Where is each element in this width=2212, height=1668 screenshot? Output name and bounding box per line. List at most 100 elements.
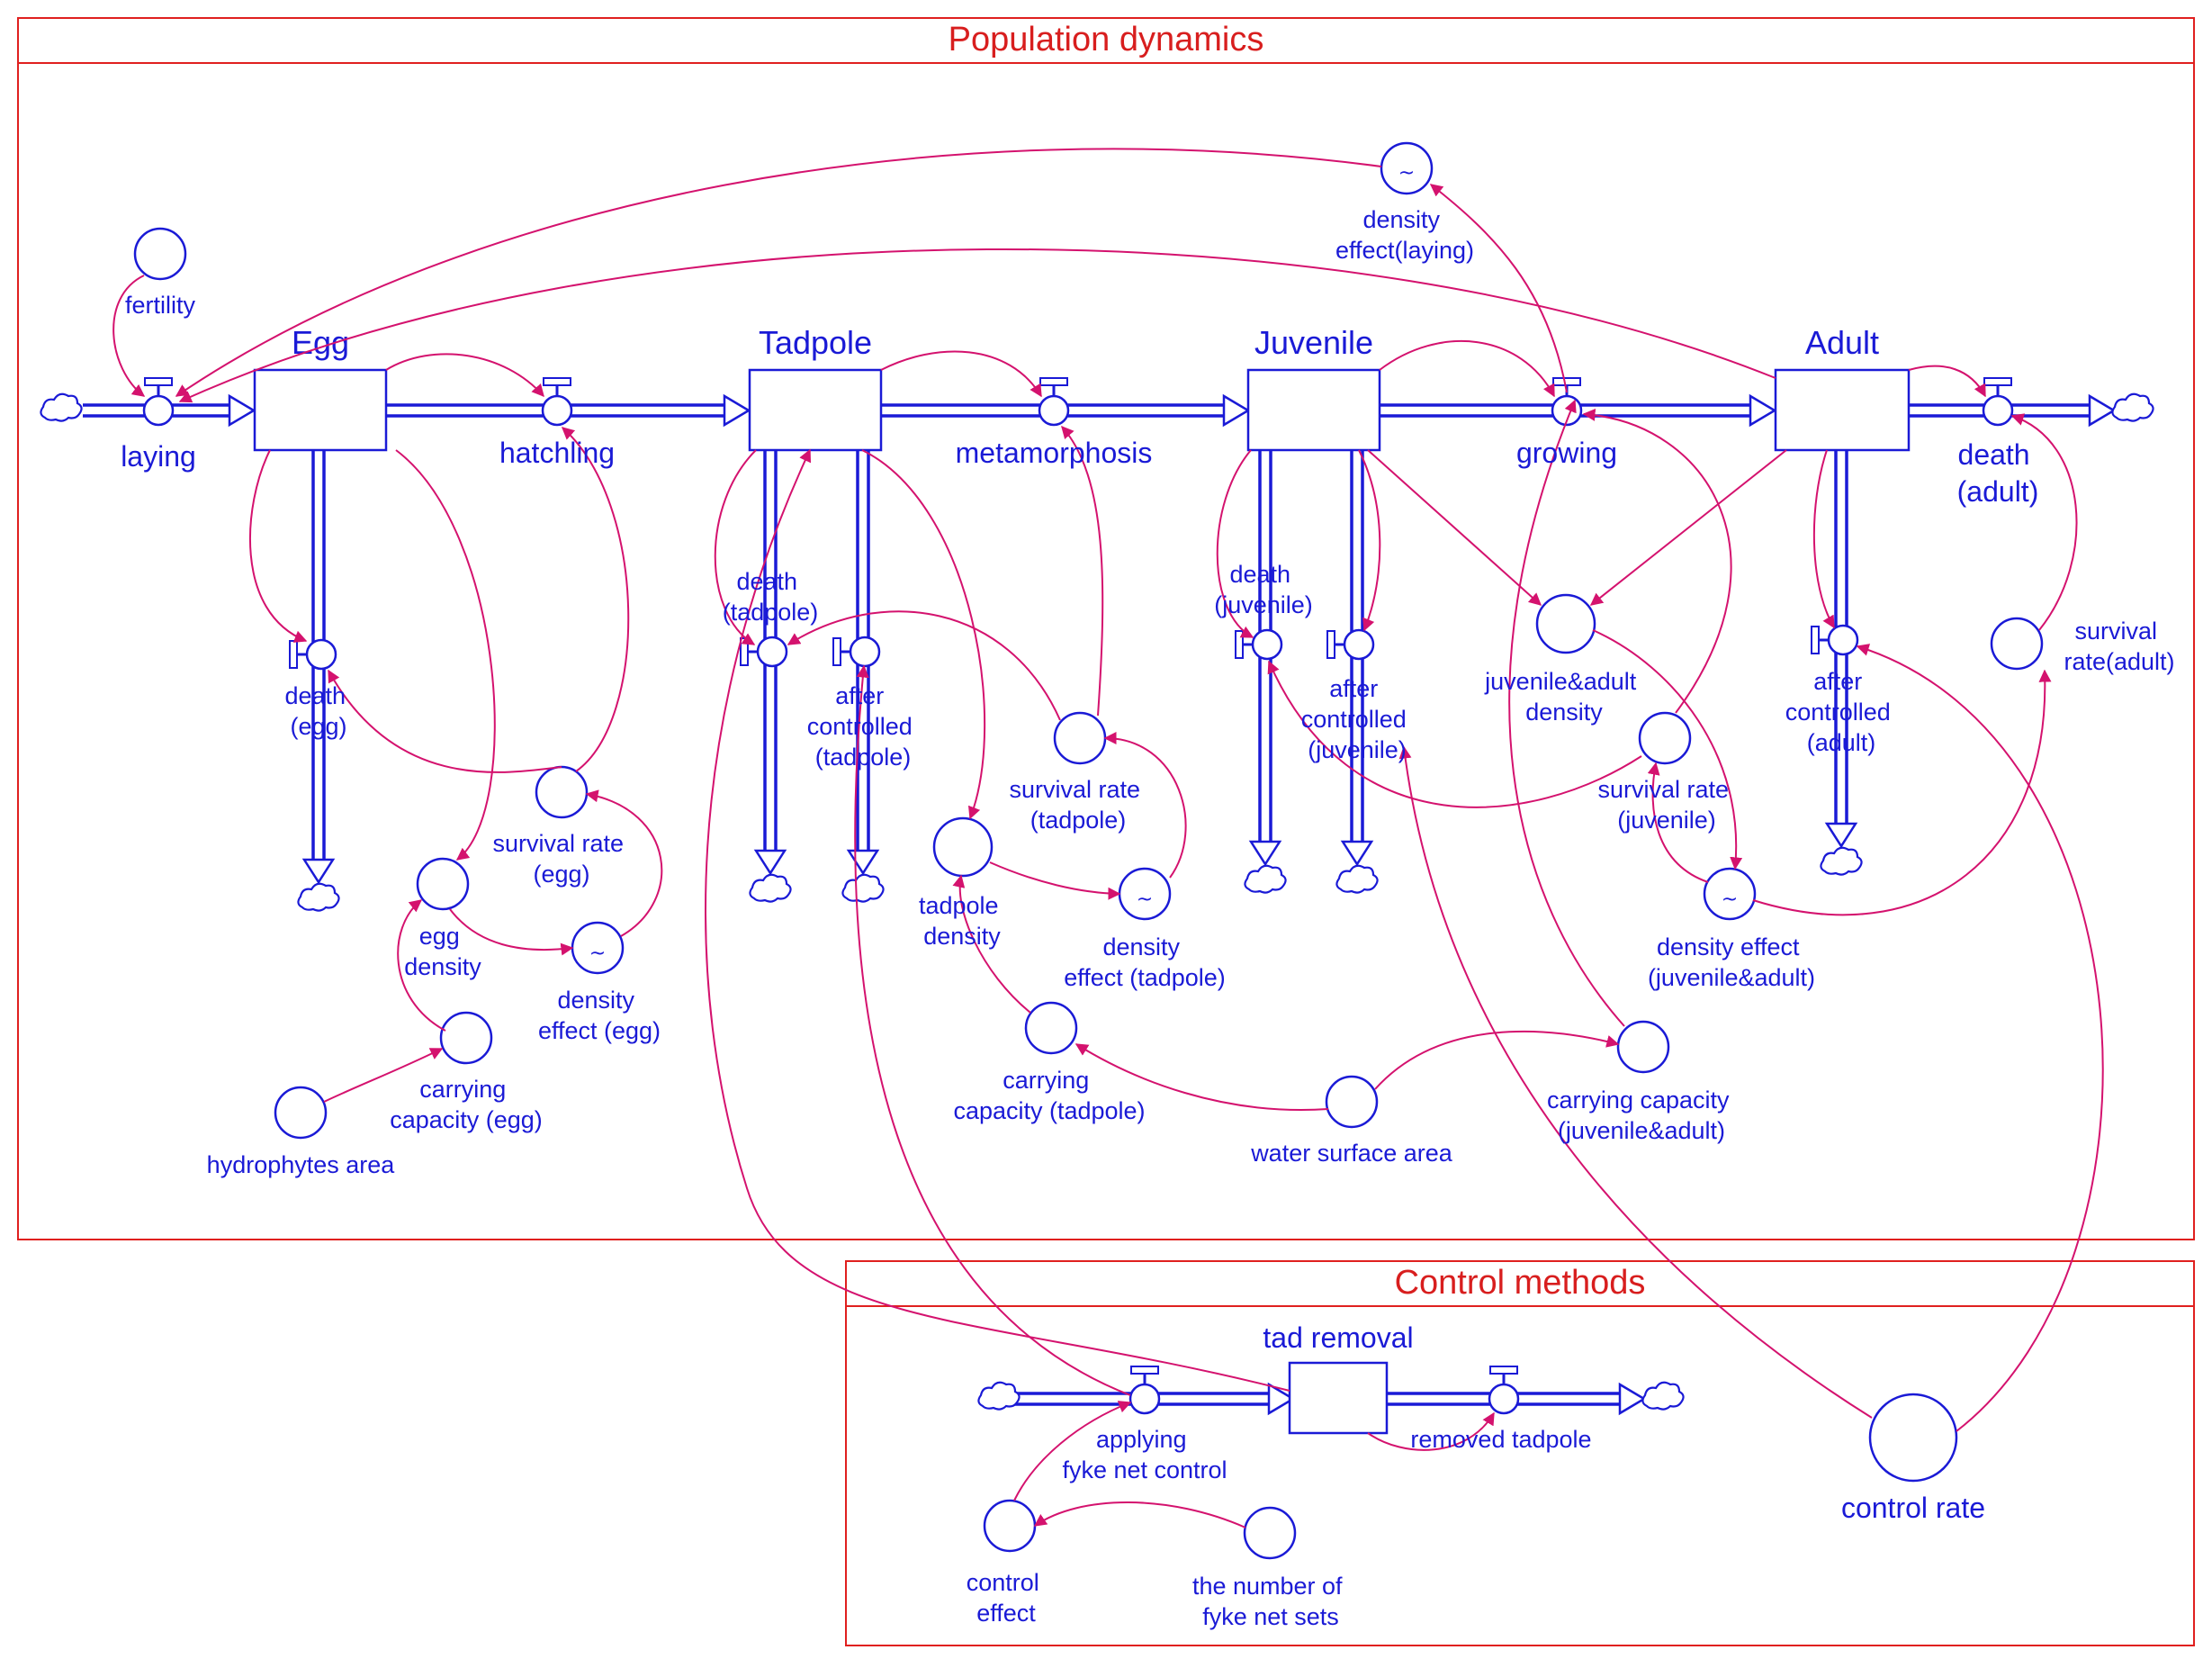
cloud-sink-death-tadpole xyxy=(749,873,792,903)
flow-label-growing: growing xyxy=(1516,437,1617,469)
aux-juvenile-adult-density[interactable] xyxy=(1535,593,1596,654)
labels: laying hatchling metamorphosis growing d… xyxy=(121,206,2174,1630)
flow-label-after-controlled-tadpole: after controlled (tadpole) xyxy=(807,682,920,771)
valve-after-controlled-adult[interactable] xyxy=(1811,624,1859,656)
link-control-rate-after-controlled-juvenile xyxy=(1398,745,1873,1419)
valve-laying[interactable] xyxy=(142,377,175,427)
aux-label-number-of-fyke-net-sets: the number of fyke net sets xyxy=(1192,1573,1349,1630)
valve-metamorphosis[interactable] xyxy=(1038,377,1070,427)
link-survival-rate-egg-hatchling xyxy=(561,427,630,772)
aux-label-survival-rate-adult: survival rate(adult) xyxy=(2064,618,2174,675)
valve-hatchling[interactable] xyxy=(541,377,573,427)
aux-survival-rate-adult[interactable] xyxy=(1990,617,2044,671)
aux-label-hydrophytes-area: hydrophytes area xyxy=(207,1151,396,1178)
valve-after-controlled-juvenile[interactable] xyxy=(1326,628,1375,661)
valve-death-tadpole[interactable] xyxy=(740,636,788,668)
aux-density-effect-juvenile-adult[interactable] xyxy=(1703,867,1757,921)
aux-label-density-effect-juvenile-adult: density effect (juvenile&adult) xyxy=(1648,933,1815,991)
aux-label-water-surface-area: water surface area xyxy=(1250,1140,1453,1167)
flow-label-death-egg: death (egg) xyxy=(284,682,352,740)
valve-growing[interactable] xyxy=(1551,377,1583,427)
flow-label-laying: laying xyxy=(121,440,196,473)
sector-control-title: Control methods xyxy=(1395,1264,1646,1302)
link-juvenile-adult-density-density-effect xyxy=(1592,629,1743,870)
link-hydrophytes-area-carrying-capacity-egg xyxy=(323,1048,444,1103)
aux-number-of-fyke-net-sets[interactable] xyxy=(1243,1506,1297,1560)
link-tad-removal-tadpole xyxy=(705,448,1290,1392)
cloud-sink-death-adult xyxy=(2111,392,2154,422)
valve-removed-tadpole[interactable] xyxy=(1488,1366,1520,1415)
valve-after-controlled-tadpole[interactable] xyxy=(832,636,881,668)
valve-death-egg[interactable] xyxy=(289,638,337,671)
link-survival-rate-tadpole-metamorphosis xyxy=(1061,425,1104,717)
stock-juvenile[interactable] xyxy=(1246,368,1381,452)
aux-label-density-effect-laying: density effect(laying) xyxy=(1335,206,1474,264)
link-tadpole-density-density-effect-tadpole xyxy=(989,861,1121,900)
flow-label-metamorphosis: metamorphosis xyxy=(956,437,1153,469)
auxiliaries: ~ ~ ~ ~ xyxy=(133,141,2044,1560)
link-adult-juvenile-adult-density xyxy=(1589,449,1787,606)
link-density-effect-survival-rate-adult xyxy=(1752,669,2052,916)
aux-label-survival-rate-egg: survival rate (egg) xyxy=(492,830,630,888)
valve-death-adult[interactable] xyxy=(1982,377,2014,427)
aux-egg-density[interactable] xyxy=(416,857,470,911)
aux-survival-rate-juvenile[interactable] xyxy=(1638,711,1692,765)
aux-water-surface-area[interactable] xyxy=(1325,1075,1379,1129)
stock-egg[interactable] xyxy=(253,368,388,452)
aux-density-effect-laying[interactable] xyxy=(1380,141,1434,195)
stock-tad-removal[interactable] xyxy=(1288,1361,1389,1435)
graph-function-icon: ~ xyxy=(1137,888,1153,911)
aux-carrying-capacity-egg[interactable] xyxy=(439,1011,493,1065)
valves xyxy=(142,377,2014,1415)
pipe-death-tadpole-arrowhead xyxy=(753,849,787,876)
link-egg-egg-density xyxy=(395,449,496,861)
link-survival-rate-egg-death-egg xyxy=(328,669,562,773)
link-tadpole-tadpole-density xyxy=(861,449,986,820)
valve-applying-fyke-net-control[interactable] xyxy=(1128,1366,1161,1415)
aux-label-density-effect-egg: density effect (egg) xyxy=(538,987,661,1044)
valve-death-juvenile[interactable] xyxy=(1235,628,1283,661)
link-fyke-net-sets-control-effect xyxy=(1033,1501,1246,1528)
stocks: Egg Tadpole Juvenile Adult tad removal xyxy=(253,324,1911,1435)
pipe-death-adult-arrowhead xyxy=(2088,393,2117,428)
aux-label-fertility: fertility xyxy=(125,292,196,319)
link-density-effect-laying-laying xyxy=(175,148,1382,397)
sector-population-title: Population dynamics xyxy=(949,21,1264,59)
link-juvenile-death-juvenile xyxy=(1216,449,1254,638)
pipe-growing-arrowhead xyxy=(1749,393,1777,428)
link-water-surface-carrying-capacity-juvenile-adult xyxy=(1374,1030,1620,1090)
aux-fertility[interactable] xyxy=(133,227,187,281)
graph-function-icon: ~ xyxy=(1398,162,1415,185)
aux-label-egg-density: egg density xyxy=(404,923,481,980)
aux-survival-rate-tadpole[interactable] xyxy=(1053,711,1107,765)
link-growing-density-effect-laying xyxy=(1429,184,1568,393)
stock-tadpole[interactable] xyxy=(748,368,883,452)
aux-tadpole-density[interactable] xyxy=(932,816,994,878)
sector-control-frame xyxy=(845,1260,2195,1646)
link-adult-death-adult xyxy=(1908,365,1986,398)
aux-carrying-capacity-juvenile-adult[interactable] xyxy=(1616,1020,1670,1074)
aux-label-control-effect: control effect xyxy=(967,1569,1047,1627)
pipe-death-egg-arrowhead xyxy=(301,858,336,885)
graph-function-icon: ~ xyxy=(1722,888,1738,911)
link-control-effect-applying-fyke xyxy=(1013,1401,1132,1501)
link-egg-death-egg xyxy=(249,449,308,643)
stock-adult[interactable] xyxy=(1774,368,1911,452)
link-fertility-laying xyxy=(112,275,146,397)
link-carrying-capacity-egg-egg-density xyxy=(397,899,446,1032)
link-egg-density-density-effect-egg xyxy=(449,908,574,956)
sector-population-dynamics: Population dynamics xyxy=(17,17,2195,1240)
flow-label-death-tadpole: death (tadpole) xyxy=(723,568,819,626)
cloud-source-laying xyxy=(40,392,83,422)
link-juvenile-juvenile-adult-density xyxy=(1367,449,1542,606)
aux-hydrophytes-area[interactable] xyxy=(274,1086,328,1140)
stock-egg-label: Egg xyxy=(292,324,349,361)
aux-control-rate[interactable] xyxy=(1868,1393,1958,1483)
pipe-hatchling-arrowhead xyxy=(723,393,751,428)
aux-survival-rate-egg[interactable] xyxy=(535,765,589,819)
aux-control-effect[interactable] xyxy=(983,1499,1037,1553)
aux-carrying-capacity-tadpole[interactable] xyxy=(1024,1001,1078,1055)
flow-label-hatchling: hatchling xyxy=(499,437,615,469)
aux-label-tadpole-density: tadpole density xyxy=(919,892,1005,950)
aux-label-juvenile-adult-density: juvenile&adult density xyxy=(1484,668,1643,726)
